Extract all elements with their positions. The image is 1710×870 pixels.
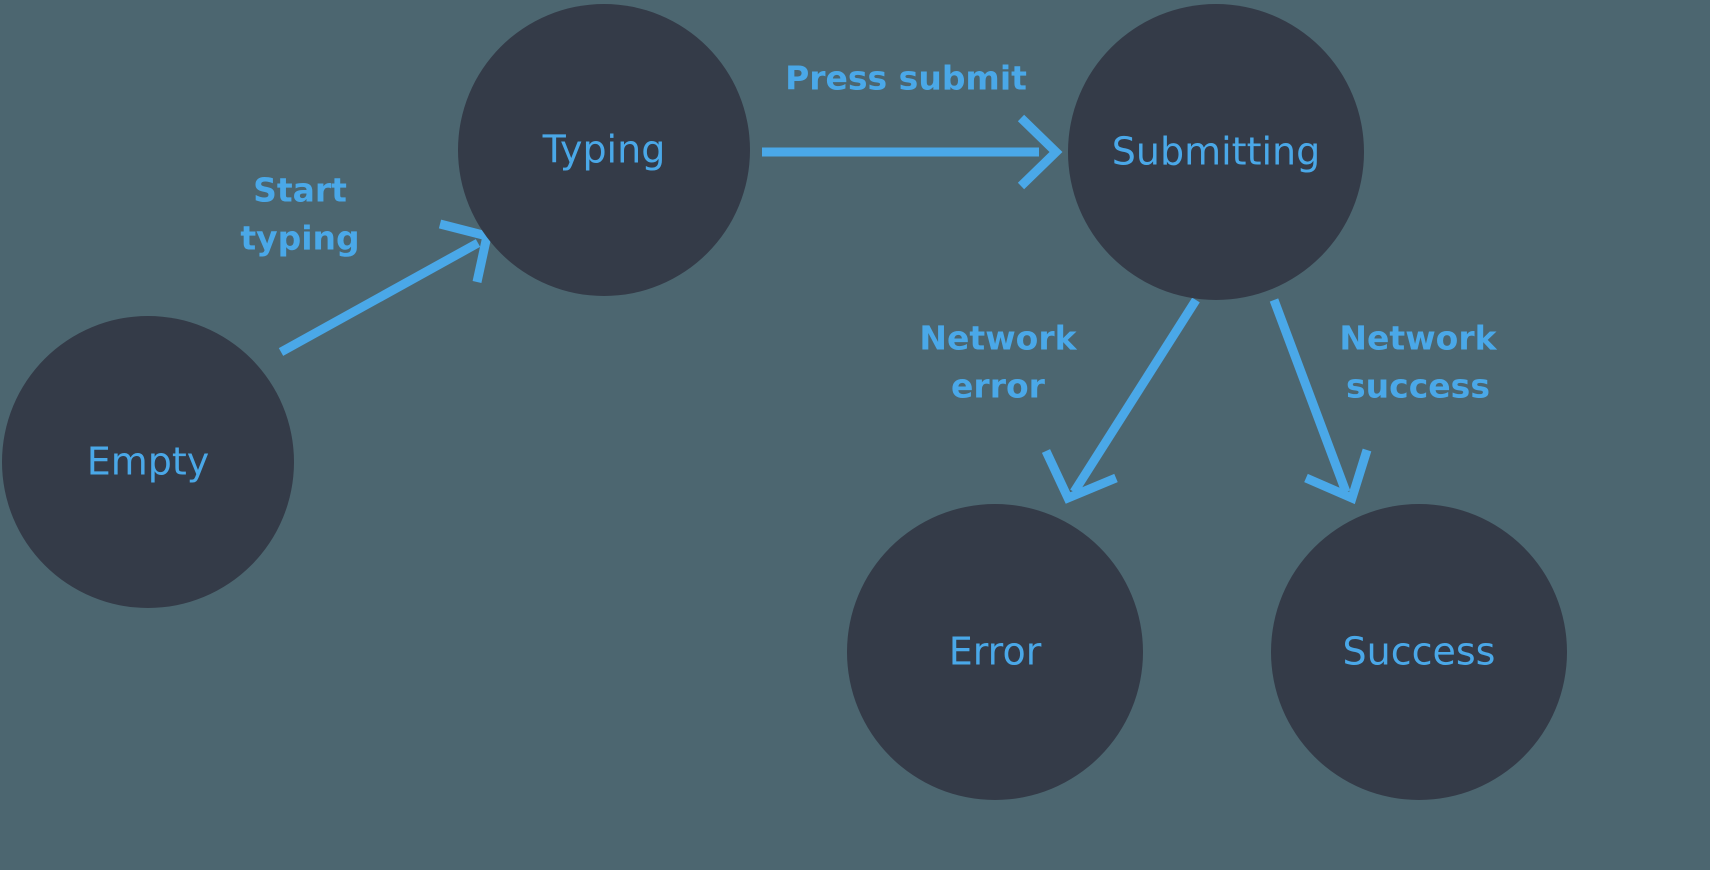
- state-circle-typing[interactable]: [458, 4, 750, 296]
- state-circle-success[interactable]: [1271, 504, 1567, 800]
- state-label-success: Success: [1343, 630, 1496, 674]
- network-success-arrowhead: [1304, 448, 1372, 505]
- start-typing-label-line1: Start: [253, 171, 347, 210]
- transition-label-network-success: Network success: [1339, 319, 1497, 406]
- network-error-edge-line: [1070, 297, 1200, 495]
- transition-network-error: [1041, 297, 1200, 504]
- network-success-label-line1: Network: [1339, 319, 1497, 358]
- state-label-error: Error: [949, 630, 1042, 674]
- transition-label-network-error: Network error: [919, 319, 1077, 406]
- state-node-success[interactable]: Success: [1271, 504, 1567, 800]
- network-success-edge-line: [1269, 298, 1351, 494]
- state-node-empty[interactable]: Empty: [2, 316, 294, 608]
- state-circle-submitting[interactable]: [1068, 4, 1364, 300]
- state-label-typing: Typing: [542, 128, 666, 172]
- transition-label-press-submit: Press submit: [785, 59, 1027, 98]
- transition-network-success: [1269, 298, 1372, 505]
- start-typing-edge-line: [278, 239, 481, 356]
- state-circle-empty[interactable]: [2, 316, 294, 608]
- network-error-arrowhead: [1041, 449, 1118, 504]
- state-label-submitting: Submitting: [1112, 130, 1320, 174]
- start-typing-label-line2: typing: [240, 219, 359, 258]
- press-submit-label-line1: Press submit: [785, 59, 1027, 98]
- state-node-typing[interactable]: Typing: [458, 4, 750, 296]
- press-submit-arrowhead: [1017, 114, 1063, 190]
- network-error-label-line1: Network: [919, 319, 1077, 358]
- transition-press-submit: [762, 114, 1063, 190]
- network-error-label-line2: error: [951, 367, 1046, 406]
- network-success-label-line2: success: [1346, 367, 1490, 406]
- state-node-error[interactable]: Error: [847, 504, 1143, 800]
- state-circle-error[interactable]: [847, 504, 1143, 800]
- state-label-empty: Empty: [87, 440, 210, 484]
- transition-label-start-typing: Start typing: [240, 171, 359, 258]
- state-node-submitting[interactable]: Submitting: [1068, 4, 1364, 300]
